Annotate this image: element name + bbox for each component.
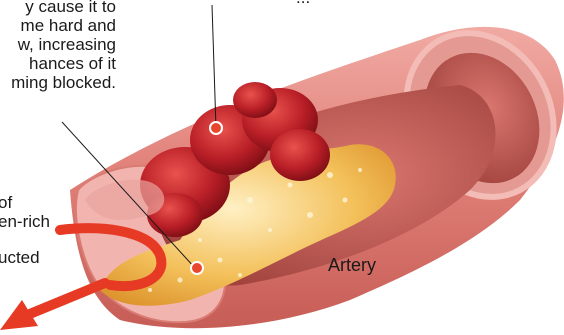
marker-dot-icon (191, 262, 203, 274)
marker-dot-icon (210, 122, 222, 134)
label-line: y cause it to (0, 0, 116, 16)
label-line: hances of it (0, 54, 116, 73)
label-bottom-block: ucted (0, 248, 40, 267)
label-line: en-rich (0, 212, 50, 231)
label-top-cut: ... (296, 0, 310, 7)
label-left-block: of en-rich (0, 193, 50, 231)
label-line: of (0, 193, 50, 212)
label-line: ming blocked. (0, 73, 116, 92)
label-line: me hard and (0, 16, 116, 35)
label-line: w, increasing (0, 35, 116, 54)
label-top-block: y cause it to me hard and w, increasing … (0, 0, 116, 92)
label-artery: Artery (328, 256, 376, 275)
